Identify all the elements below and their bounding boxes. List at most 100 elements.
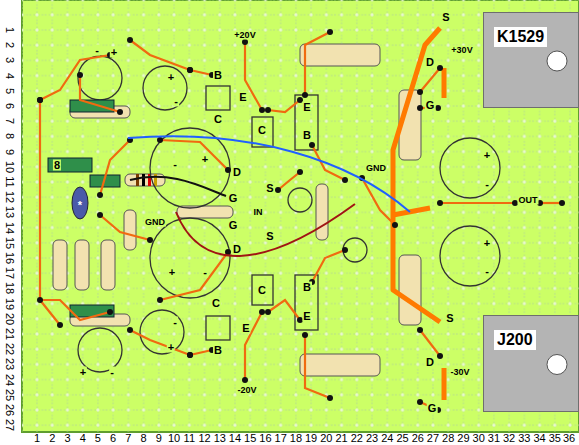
transistor-outline — [206, 316, 230, 340]
signal-name: -20V — [236, 386, 257, 395]
solder-pad — [342, 247, 348, 253]
solder-pad — [417, 89, 423, 95]
grid-number: 20 — [4, 313, 15, 325]
grid-number: 19 — [4, 297, 15, 309]
solder-pad — [187, 352, 193, 358]
resistor-symbol — [53, 240, 67, 290]
pin-name: C — [257, 125, 267, 136]
grid-number: 16 — [259, 433, 271, 444]
resistor-symbol — [300, 354, 380, 376]
pin-name: S — [265, 231, 274, 242]
resistor-symbol — [75, 240, 89, 290]
transistor-outline — [295, 95, 318, 150]
grid-number: 24 — [381, 433, 393, 444]
capacitor-symbol — [78, 328, 122, 372]
pin-name: D — [232, 167, 242, 178]
pin-name: S — [441, 12, 450, 23]
solder-pad — [265, 309, 271, 315]
copper-trace — [190, 70, 212, 75]
mounting-hole — [547, 51, 567, 71]
pin-name: S — [265, 183, 274, 194]
pin-name: + — [79, 367, 87, 378]
signal-name: GND — [144, 218, 166, 227]
grid-number: 10 — [4, 161, 15, 173]
grid-number: 12 — [4, 191, 15, 203]
capacitor-symbol — [140, 310, 184, 354]
solder-pad — [437, 200, 443, 206]
grid-number: 34 — [533, 433, 545, 444]
grid-number: 8 — [141, 433, 147, 444]
capacitor-symbol — [150, 218, 230, 298]
copper-trace — [100, 140, 130, 195]
grid-number: 33 — [518, 433, 530, 444]
grid-number: 7 — [125, 433, 131, 444]
pin-name: - — [484, 179, 490, 190]
grid-number: 27 — [427, 433, 439, 444]
capacitor-symbol — [143, 66, 187, 110]
solder-pad — [187, 67, 193, 73]
solder-pad — [187, 352, 193, 358]
copper-trace — [160, 140, 228, 170]
capacitor-symbol — [440, 138, 500, 198]
grid-number: 23 — [366, 433, 378, 444]
solder-pad — [97, 192, 103, 198]
grid-number: 26 — [412, 433, 424, 444]
solder-pad — [559, 200, 565, 206]
solder-pad — [417, 327, 423, 333]
pin-name: C — [213, 114, 223, 125]
copper-trace — [130, 40, 190, 70]
grid-number: 26 — [4, 404, 15, 416]
resistor-symbol — [300, 44, 380, 66]
grid-number: 13 — [4, 206, 15, 218]
signal-name: OUT — [518, 196, 539, 205]
solder-pad — [225, 167, 231, 173]
transistor-outline — [295, 275, 318, 330]
solder-pad — [435, 105, 441, 111]
copper-trace — [420, 68, 440, 92]
pin-name: - — [173, 96, 179, 107]
pin-name: + — [110, 47, 118, 58]
solder-pad — [297, 169, 303, 175]
diode-symbol — [48, 158, 92, 172]
solder-pad — [309, 142, 315, 148]
signal-name: -30V — [449, 368, 470, 377]
pin-name: - — [172, 159, 178, 170]
mounting-hole — [547, 355, 567, 375]
copper-trace — [160, 252, 228, 300]
pin-name: E — [238, 92, 247, 103]
power-trace — [393, 208, 430, 215]
pin-name: 8 — [53, 160, 61, 171]
copper-trace — [312, 250, 345, 282]
pin-name: G — [425, 100, 436, 111]
grid-number: 35 — [549, 433, 561, 444]
pin-name: - — [109, 367, 115, 378]
grid-number: 9 — [156, 433, 162, 444]
solder-pad — [417, 105, 423, 111]
grid-number: 5 — [95, 433, 101, 444]
grid-number: 25 — [4, 389, 15, 401]
grid-number: 3 — [4, 57, 15, 63]
grid-number: 10 — [168, 433, 180, 444]
solder-pad — [147, 237, 153, 243]
grid-number: 1 — [4, 27, 15, 33]
pin-name: C — [257, 285, 267, 296]
grid-number: 11 — [184, 433, 195, 444]
solder-pad — [327, 29, 333, 35]
grid-number: 28 — [442, 433, 454, 444]
signal-name: IN — [253, 208, 264, 217]
grid-number: 22 — [4, 343, 15, 355]
grid-number: 21 — [335, 433, 347, 444]
resistor-band — [154, 174, 157, 186]
pin-name: - — [172, 317, 178, 328]
power-trace — [393, 28, 440, 322]
pin-name: - — [94, 45, 100, 56]
pin-name: B — [213, 345, 223, 356]
grid-number: 25 — [396, 433, 408, 444]
grid-number: 18 — [290, 433, 302, 444]
copper-trace — [40, 100, 60, 325]
pin-name: * — [78, 200, 82, 211]
pin-name: D — [425, 357, 435, 368]
diode-symbol — [70, 100, 114, 112]
capacitor-symbol — [343, 238, 367, 262]
pin-name: + — [483, 238, 491, 249]
